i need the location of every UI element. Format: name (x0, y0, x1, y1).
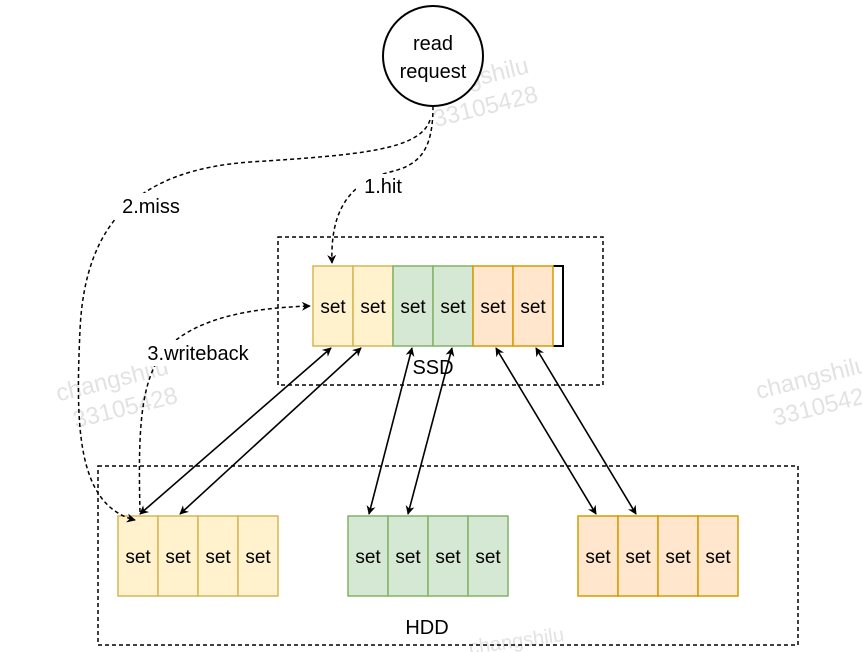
hdd-set-cell (157, 515, 199, 597)
watermark: changshilu 33105428 (753, 351, 862, 432)
hdd-set-label: set (245, 547, 271, 568)
ssd-set-cell (352, 265, 394, 347)
ssd-set-label: set (440, 297, 466, 318)
ssd-bracket (553, 265, 564, 347)
hdd-set-label: set (625, 547, 651, 568)
ssd-container (277, 236, 604, 386)
read-request-label: read (413, 33, 453, 55)
mapping-arrow (366, 347, 415, 515)
hdd-set-cell (197, 515, 239, 597)
writeback-label: 3.writeback (147, 343, 249, 365)
hdd-set-cell (467, 515, 509, 597)
hdd-group-green: set set set set (347, 515, 509, 597)
hdd-set-cell (427, 515, 469, 597)
hdd-set-cell (697, 515, 739, 597)
mapping-arrow (179, 347, 362, 515)
ssd-set-cell (512, 265, 554, 347)
ssd-set-cell (312, 265, 354, 347)
mapping-arrow (405, 347, 455, 515)
hdd-set-label: set (435, 547, 461, 568)
hit-label: 1.hit (364, 176, 402, 198)
ssd-set-label: set (520, 297, 546, 318)
hdd-set-label: set (665, 547, 691, 568)
read-request-label: request (400, 61, 467, 83)
hdd-set-label: set (125, 547, 151, 568)
hdd-label: HDD (405, 617, 448, 639)
ssd-set-label: set (400, 297, 426, 318)
ssd-sets: set set set set set set (312, 265, 554, 347)
hdd-set-label: set (585, 547, 611, 568)
miss-label: 2.miss (122, 196, 180, 218)
hdd-set-cell (657, 515, 699, 597)
hdd-set-label: set (165, 547, 191, 568)
hit-label-bg (356, 174, 410, 198)
watermark-line: changshilu (468, 624, 566, 652)
hdd-set-label: set (475, 547, 501, 568)
hdd-set-label: set (205, 547, 231, 568)
hdd-set-cell (237, 515, 279, 597)
hdd-group-yellow: set set set set (117, 515, 279, 597)
hdd-set-label: set (395, 547, 421, 568)
hdd-set-label: set (355, 547, 381, 568)
hdd-group-orange: set set set set (577, 515, 739, 597)
ssd-set-label: set (320, 297, 346, 318)
ssd-set-cell (472, 265, 514, 347)
watermark: changshilu (468, 624, 566, 652)
hdd-set-cell (617, 515, 659, 597)
mapping-arrow (495, 347, 597, 515)
mapping-arrow (535, 347, 637, 515)
hdd-set-cell (117, 515, 159, 597)
ssd-set-label: set (360, 297, 386, 318)
hdd-set-label: set (705, 547, 731, 568)
hdd-set-cell (387, 515, 429, 597)
miss-label-bg (112, 193, 190, 219)
hdd-set-cell (347, 515, 389, 597)
ssd-set-label: set (480, 297, 506, 318)
hdd-set-cell (577, 515, 619, 597)
hit-arrow (327, 105, 434, 264)
read-request-node (382, 5, 484, 107)
ssd-set-cell (432, 265, 474, 347)
ssd-set-cell (392, 265, 434, 347)
